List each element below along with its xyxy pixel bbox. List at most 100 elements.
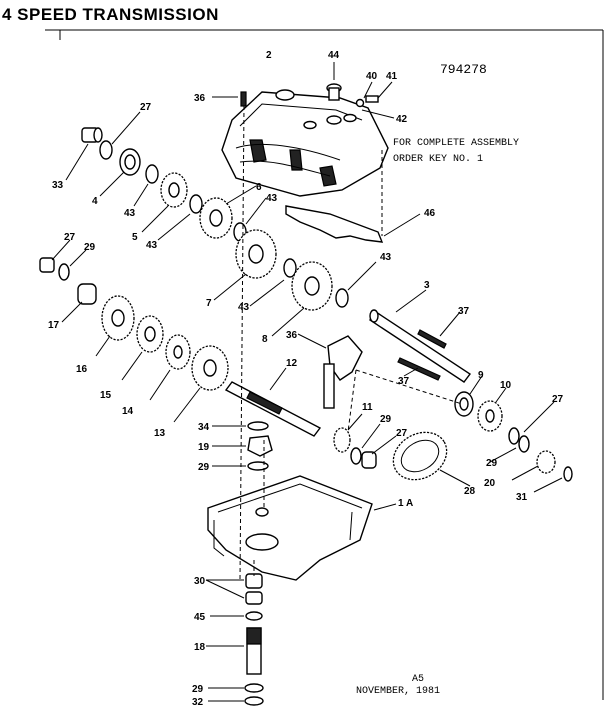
washer-27-right	[508, 401, 555, 445]
alignment-lines	[239, 105, 463, 581]
gear-16	[95, 295, 135, 357]
washer-43-d	[249, 258, 297, 307]
label-31: 31	[516, 492, 528, 503]
gear-13	[173, 345, 229, 423]
label-8: 8	[262, 334, 268, 345]
label-29-right: 29	[380, 414, 392, 425]
label-5: 5	[132, 232, 138, 243]
label-40: 40	[366, 71, 378, 82]
label-28: 28	[464, 486, 476, 497]
label-46: 46	[424, 208, 436, 219]
label-4: 4	[92, 196, 98, 207]
label-2: 2	[266, 50, 272, 61]
washer-29-mid	[212, 461, 269, 471]
label-16: 16	[76, 364, 88, 375]
label-6: 6	[256, 182, 262, 193]
label-33: 33	[52, 180, 64, 191]
footer-date: NOVEMBER, 1981	[356, 686, 441, 697]
footer-code: A5	[412, 674, 425, 685]
label-29-left: 29	[84, 242, 96, 253]
gear-5	[141, 172, 188, 233]
gear-14	[149, 334, 191, 401]
chain-28	[392, 431, 471, 487]
label-20: 20	[484, 478, 496, 489]
washer-34	[212, 421, 269, 431]
label-27-top: 27	[140, 102, 152, 113]
label-43-d: 43	[238, 302, 250, 313]
label-1a: 1 A	[398, 498, 413, 509]
label-36-fork: 36	[286, 330, 298, 341]
gear-19	[212, 435, 273, 457]
sprocket-11	[333, 413, 363, 453]
shift-fork-36	[297, 333, 363, 409]
ring-31	[533, 466, 573, 493]
washer-29-bottom	[208, 683, 264, 693]
washer-27-left	[39, 239, 71, 273]
bolt-36-top	[212, 91, 247, 107]
label-44: 44	[328, 50, 340, 61]
label-42: 42	[396, 114, 408, 125]
label-29-mid: 29	[198, 462, 210, 473]
cap-44	[326, 62, 342, 101]
gear-6	[199, 185, 257, 239]
label-30: 30	[194, 576, 206, 587]
label-37-upper: 37	[458, 306, 470, 317]
vent-40-41-42	[355, 81, 395, 119]
gear-15	[121, 315, 164, 381]
washer-29-right	[350, 423, 381, 465]
label-17-left: 17	[48, 320, 60, 331]
label-27-chain: 27	[396, 428, 408, 439]
label-7: 7	[206, 298, 212, 309]
label-43-b: 43	[146, 240, 158, 251]
bearing-9	[454, 375, 483, 417]
label-43-c: 43	[266, 193, 278, 204]
washer-29-far-right	[489, 435, 530, 463]
sprocket-10	[477, 387, 507, 432]
label-11: 11	[362, 402, 373, 413]
label-36-top: 36	[194, 93, 206, 104]
washer-43-e	[335, 261, 377, 308]
washer-45	[210, 611, 263, 621]
washer-43-a	[133, 164, 159, 207]
serial-number: 794278	[440, 62, 487, 77]
bushing-17-left	[61, 283, 97, 323]
label-15: 15	[100, 390, 112, 401]
axle-18	[206, 627, 262, 675]
label-29-bottom: 29	[192, 684, 204, 695]
lower-housing	[207, 475, 397, 581]
label-27-right: 27	[552, 394, 564, 405]
upper-housing	[221, 89, 389, 197]
washer-43-b	[157, 194, 203, 241]
bushing-33	[65, 127, 103, 181]
label-10: 10	[500, 380, 512, 391]
label-34: 34	[198, 422, 210, 433]
label-29-far-right: 29	[486, 458, 498, 469]
key-37-upper	[417, 311, 461, 349]
gear-8	[271, 261, 333, 337]
label-13: 13	[154, 428, 166, 439]
label-37-lower: 37	[398, 376, 410, 387]
part-number-labels: 44 2 40 41 42 36 27 33 4 43 5 6 43 43 46…	[48, 50, 564, 708]
key-37-lower	[397, 357, 441, 381]
label-19: 19	[198, 442, 210, 453]
page-title: 4 SPEED TRANSMISSION	[2, 5, 219, 24]
shift-bracket-46	[285, 205, 421, 243]
sprocket-20	[511, 450, 556, 481]
label-3: 3	[424, 280, 430, 291]
label-45: 45	[194, 612, 206, 623]
bearing-4	[99, 148, 141, 197]
shaft-3	[368, 289, 472, 383]
label-43-e: 43	[380, 252, 392, 263]
bushings-30	[205, 573, 263, 605]
assembly-note-line-2: ORDER KEY NO. 1	[393, 154, 484, 165]
label-43-a: 43	[124, 208, 136, 219]
washer-29-left	[58, 249, 87, 281]
assembly-note-line-1: FOR COMPLETE ASSEMBLY	[393, 138, 520, 149]
label-14: 14	[122, 406, 134, 417]
label-12: 12	[286, 358, 298, 369]
bushing-27-right	[361, 435, 397, 469]
washer-32	[208, 696, 264, 706]
shaft-12	[224, 367, 322, 437]
label-32: 32	[192, 697, 204, 708]
